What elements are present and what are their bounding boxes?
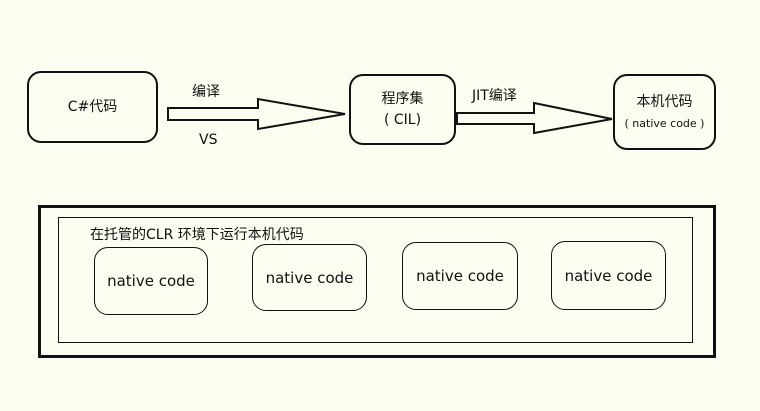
clr-caption: 在托管的CLR 环境下运行本机代码 — [90, 227, 304, 243]
assembly-cil-label: ( CIL) — [383, 112, 422, 128]
compile-arrow — [167, 97, 346, 131]
native-code-block: native code — [551, 241, 666, 310]
assembly-box: 程序集 ( CIL) — [349, 74, 456, 145]
native-code-block: native code — [402, 242, 518, 310]
native-code-block: native code — [252, 244, 367, 311]
native-code-label: 本机代码 — [636, 93, 693, 110]
clr-inner-frame — [58, 217, 693, 343]
csharp-code-label: C#代码 — [67, 99, 118, 115]
compile-label: 编译 — [192, 84, 220, 100]
jit-arrow — [456, 101, 613, 135]
native-code-box: 本机代码 ( native code ) — [613, 74, 716, 150]
assembly-label: 程序集 — [381, 91, 424, 107]
jit-compile-label: JIT编译 — [472, 88, 517, 104]
native-code-sublabel: ( native code ) — [624, 116, 705, 130]
vs-label: VS — [199, 132, 218, 148]
native-code-block: native code — [94, 247, 208, 315]
csharp-code-box: C#代码 — [27, 71, 158, 143]
clr-outer-frame — [38, 205, 716, 358]
